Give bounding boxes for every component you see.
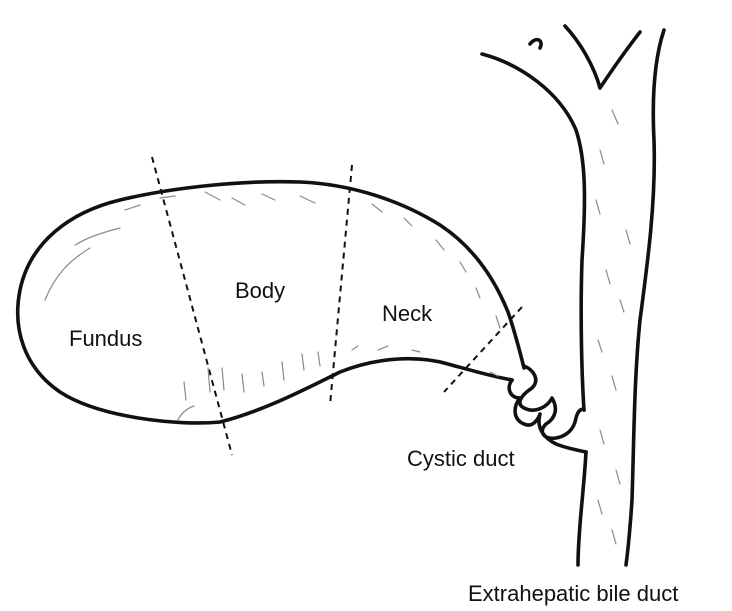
bile-duct-texture [595,109,631,545]
duct-bump-mark [528,37,543,50]
neck-label: Neck [382,301,433,326]
extrahepatic-bile-duct-label: Extrahepatic bile duct [468,581,679,606]
gallbladder-outline [15,179,526,425]
fundus-label: Fundus [69,326,143,351]
divider-neck-cystic [443,306,523,393]
cystic-duct-label: Cystic duct [407,446,515,471]
bile-duct-outline [480,24,666,567]
body-label: Body [235,278,286,303]
gallbladder-texture [44,191,501,421]
divider-body-neck [329,164,353,406]
cystic-duct-outline [507,364,588,454]
divider-fundus-body [151,156,233,456]
